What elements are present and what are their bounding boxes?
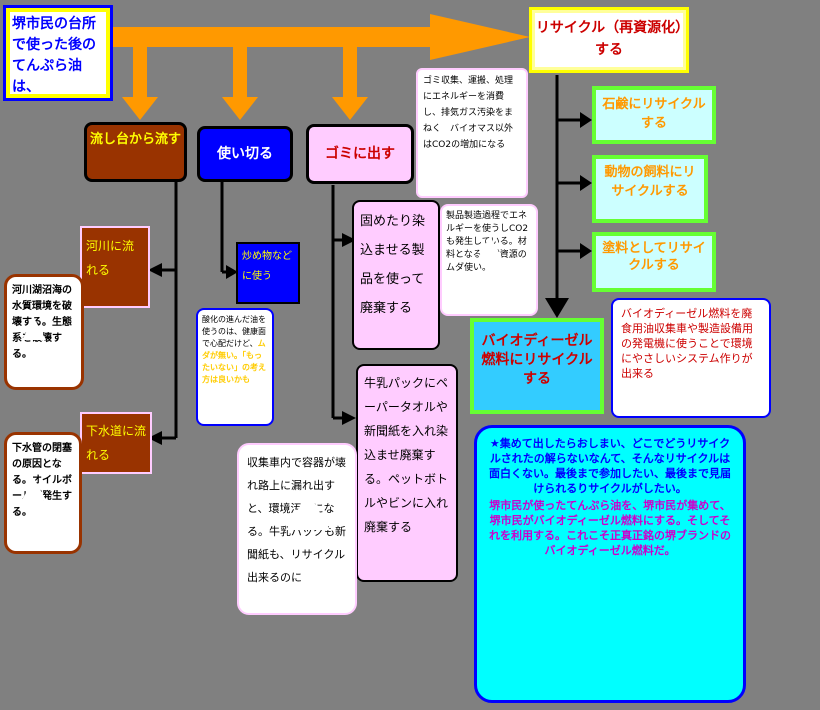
title-box: 堺市民の台所で使った後のてんぷら油は、: [3, 5, 113, 101]
triangle-product: [478, 236, 502, 258]
final-message: ★集めて出したらおしまい、どこでどうリサイクルされたの解らないなんて、そんなリサ…: [474, 425, 746, 703]
soap-box: 石鹸にリサイクルする: [592, 86, 716, 144]
river-box: 河川に流れる: [80, 226, 150, 308]
product-note: 製品製造過程でエネルギーを使うしCO2も発生している。材料となる天然資源のムダ使…: [440, 204, 538, 316]
title-text: 堺市民の台所で使った後のてんぷら油は、: [10, 12, 106, 95]
recycle-text: リサイクル（再資源化）する: [535, 13, 683, 67]
oxidized-note: 酸化の進んだ油を使うのは、健康面で心配だけど、ムダが無い。「もったいない」の考え…: [196, 308, 274, 426]
solidify-box: 固めたり染込ませる製品を使って廃棄する: [352, 200, 440, 350]
garbage-note: ゴミ収集、運搬、処理にエネルギーを消費し、排気ガス汚染をまねく バイオマス以外は…: [416, 68, 528, 198]
stir-fry-box: 炒め物などに使う: [236, 242, 300, 304]
branch-use-up: 使い切る: [197, 126, 293, 182]
feed-box: 動物の飼料にリサイクルする: [592, 155, 708, 223]
oxidized-note-highlight: ムダが無い。「もったいない」の考え方は良いかも: [202, 339, 266, 384]
paint-box: 塗料としてリサイクルする: [592, 232, 716, 292]
final-message-b: 堺市民が使ったてんぷら油を、堺市民が集めて、堺市民がバイオディーゼル燃料にする。…: [489, 499, 731, 557]
sewer-box: 下水道に流れる: [80, 412, 152, 474]
bdf-box: バイオディーゼル燃料にリサイクルする: [470, 318, 604, 414]
milk-pack-box: 牛乳パックにペーパータオルや新聞紙を入れ染込ませ廃棄する。ペットボトルやビンに入…: [356, 364, 458, 582]
branch-sink: 流し台から流す: [84, 122, 187, 182]
oxidized-note-text: 酸化の進んだ油を使うのは、健康面で心配だけど、: [202, 315, 266, 348]
branch-trash: ゴミに出す: [306, 124, 414, 184]
bdf-note: バイオディーゼル燃料を廃食用油収集車や製造設備用の発電機に使うことで環境にやさし…: [611, 298, 771, 418]
final-message-a: ★集めて出したらおしまい、どこでどうリサイクルされたの解らないなんて、そんなリサ…: [489, 437, 731, 495]
recycle-box: リサイクル（再資源化）する: [529, 7, 689, 73]
triangle-truck: [286, 492, 330, 530]
triangle-sewer: [22, 478, 46, 500]
triangle-river: [22, 318, 46, 340]
